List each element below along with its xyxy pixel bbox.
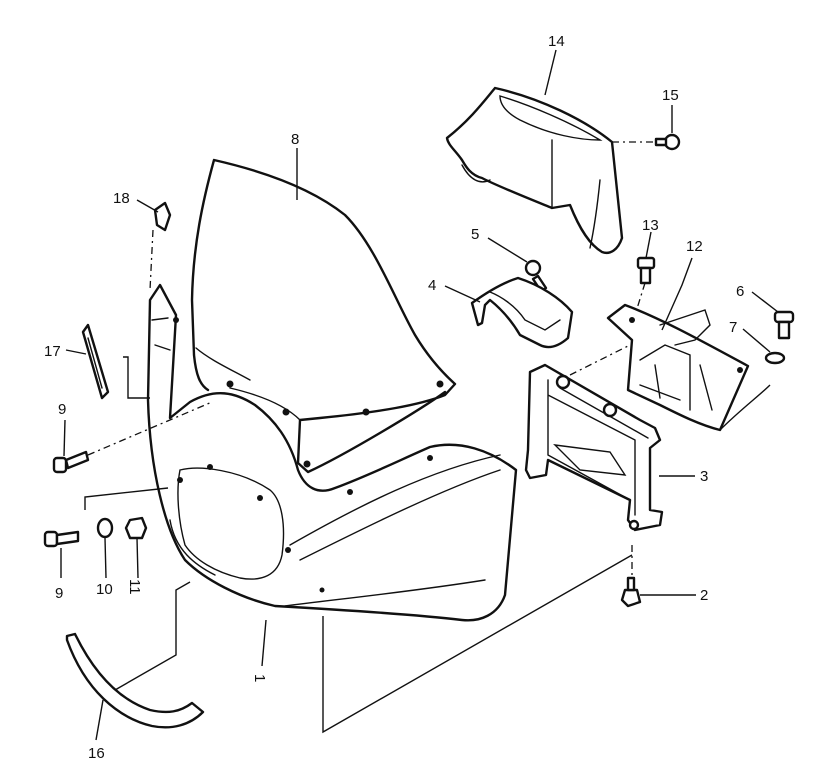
- part-15-bolt: [654, 133, 681, 151]
- callout-9-lower: 9: [55, 585, 63, 602]
- part-3-frame-stay: [524, 363, 664, 532]
- callout-1: 1: [251, 674, 268, 682]
- callout-10: 10: [96, 581, 113, 598]
- part-8-windscreen: [190, 158, 457, 474]
- part-1-cowling: [146, 283, 518, 622]
- callout-2: 2: [700, 587, 708, 604]
- callout-13: 13: [642, 217, 659, 234]
- callout-7: 7: [729, 319, 737, 336]
- callout-16: 16: [88, 745, 105, 762]
- callout-3: 3: [700, 468, 708, 485]
- part-6-bolt: [773, 310, 795, 340]
- part-13-bolt: [636, 256, 656, 285]
- part-4-bracket-cover: [470, 276, 574, 349]
- callout-6: 6: [736, 283, 744, 300]
- part-18-grommet: [153, 201, 172, 232]
- callout-11: 11: [126, 579, 143, 595]
- part-9-screw-upper: [52, 450, 90, 474]
- part-17-reflector: [81, 323, 110, 400]
- callout-18: 18: [113, 190, 130, 207]
- part-5-bolt: [524, 259, 548, 293]
- part-7-washer: [764, 351, 786, 365]
- part-12-headlight-bracket: [606, 303, 750, 432]
- part-2-bolt: [620, 576, 642, 608]
- callout-15: 15: [662, 87, 679, 104]
- callout-17: 17: [44, 343, 61, 360]
- callout-9-upper: 9: [58, 401, 66, 418]
- callout-5: 5: [471, 226, 479, 243]
- part-9-screw-lower: [43, 530, 80, 548]
- part-16-trim-strip: [65, 632, 205, 729]
- part-10-collar: [96, 517, 114, 539]
- callout-8: 8: [291, 131, 299, 148]
- callout-12: 12: [686, 238, 703, 255]
- part-11-nut: [124, 516, 148, 540]
- part-14-upper-cover: [445, 86, 624, 254]
- callout-4: 4: [428, 277, 436, 294]
- callout-14: 14: [548, 33, 565, 50]
